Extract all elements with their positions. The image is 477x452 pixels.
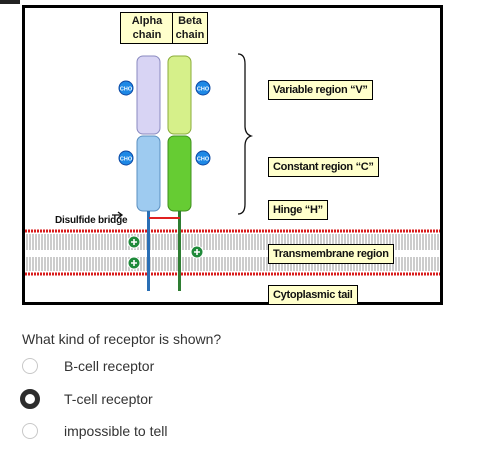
positive-charge-icon	[127, 256, 141, 270]
cell-membrane	[25, 229, 440, 276]
radio-button[interactable]	[22, 358, 38, 374]
transmembrane-region-label: Transmembrane region	[268, 244, 394, 264]
svg-text:CHO: CHO	[120, 87, 133, 93]
alpha-chain-label: Alpha chain	[120, 12, 174, 44]
variable-region-label: Variable region “V”	[268, 80, 373, 100]
disulfide-bridge-label: Disulfide bridge	[55, 215, 128, 226]
positive-charge-icon	[190, 245, 204, 259]
beta-chain-label: Beta chain	[172, 12, 208, 44]
radio-button-selected[interactable]	[20, 389, 40, 409]
constant-region-label: Constant region “C”	[268, 157, 379, 177]
corner-mark	[0, 0, 20, 4]
beta-transmembrane-tail	[178, 211, 181, 291]
svg-text:CHO: CHO	[120, 157, 133, 163]
cho-badge: CHO	[118, 150, 134, 166]
cho-badge: CHO	[195, 150, 211, 166]
tcr-diagram-svg: CHO CHO CHO CHO	[25, 53, 440, 291]
alpha-constant-domain	[136, 135, 161, 212]
alpha-variable-domain	[136, 55, 161, 135]
cytoplasmic-tail-label: Cytoplasmic tail	[268, 285, 358, 305]
hinge-label: Hinge “H”	[268, 200, 328, 220]
tcr-diagram: CHO CHO CHO CHO Alpha chain B	[22, 5, 443, 305]
positive-charge-icon	[127, 235, 141, 249]
cho-badge: CHO	[195, 80, 211, 96]
beta-constant-domain	[167, 135, 192, 212]
answer-label: B-cell receptor	[64, 358, 155, 374]
answer-option-impossible[interactable]: impossible to tell	[22, 420, 168, 442]
cho-badge: CHO	[118, 80, 134, 96]
question-text: What kind of receptor is shown?	[22, 331, 222, 347]
answer-label: impossible to tell	[64, 423, 168, 439]
svg-text:CHO: CHO	[197, 87, 210, 93]
alpha-transmembrane-tail	[147, 211, 150, 291]
svg-text:CHO: CHO	[197, 157, 210, 163]
region-brace	[237, 53, 254, 215]
beta-variable-domain	[167, 55, 192, 135]
answer-option-t-cell[interactable]: T-cell receptor	[20, 388, 153, 410]
answer-option-b-cell[interactable]: B-cell receptor	[22, 355, 154, 377]
radio-button[interactable]	[22, 423, 38, 439]
answer-label: T-cell receptor	[64, 391, 153, 407]
disulfide-arrow	[112, 211, 124, 219]
